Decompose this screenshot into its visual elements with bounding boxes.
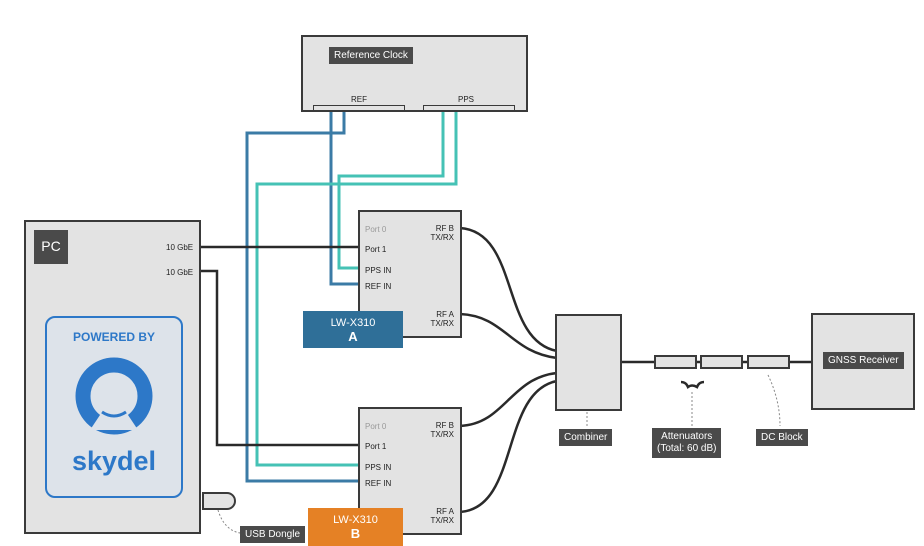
reference-clock-title: Reference Clock <box>329 47 413 64</box>
pc: PC 10 GbE 10 GbE POWERED BY skydel <box>24 220 201 534</box>
usb-leader <box>217 509 241 534</box>
logo-tagline: POWERED BY <box>72 330 155 344</box>
radio-b-port0: Port 0 <box>365 422 387 431</box>
pc-port-1-label: 10 GbE <box>166 243 194 252</box>
attenuator-2 <box>700 355 743 369</box>
rf-cable-b-rfb <box>459 371 558 428</box>
skydel-emblem-icon <box>75 357 153 435</box>
ref-port-slot <box>313 105 405 111</box>
radio-a-rf-b: RF B TX/RX <box>430 224 454 242</box>
data-cable-pc-to-radio-b <box>199 269 362 447</box>
pc-title: PC <box>34 230 68 264</box>
radio-a: Port 0 Port 1 PPS IN REF IN RF B TX/RX R… <box>358 210 462 338</box>
pps-cable-to-radio-a <box>337 110 445 270</box>
reference-clock: Reference Clock REF PPS <box>301 35 528 112</box>
radio-b-ref-in: REF IN <box>365 479 392 488</box>
rf-cable-a-rfa <box>459 312 558 360</box>
ref-cable-to-radio-b <box>245 110 362 483</box>
radio-b-tag: LW-X310 B <box>308 508 403 546</box>
radio-b-rf-a: RF A TX/RX <box>430 507 454 525</box>
radio-b-model: LW-X310 <box>333 514 378 526</box>
ref-port-label: REF <box>351 95 367 104</box>
pps-cable-to-radio-b <box>255 110 458 467</box>
combiner-label: Combiner <box>559 429 613 446</box>
gnss-receiver-label: GNSS Receiver <box>823 352 904 369</box>
dc-block-label: DC Block <box>756 429 808 446</box>
radio-a-letter: A <box>348 329 358 344</box>
usb-dongle-label: USB Dongle <box>240 526 306 543</box>
gnss-receiver: GNSS Receiver <box>811 313 915 410</box>
combiner <box>555 314 622 411</box>
radio-b-rf-b: RF B TX/RX <box>430 421 454 439</box>
usb-dongle-icon[interactable] <box>202 492 236 510</box>
rf-cable-a-rfb <box>459 226 558 353</box>
radio-a-ref-in: REF IN <box>365 282 392 291</box>
pps-port-label: PPS <box>458 95 475 104</box>
dc-block <box>747 355 790 369</box>
attenuators-label-line2: (Total: 60 dB) <box>657 443 717 454</box>
attenuators-label-line1: Attenuators <box>661 431 713 442</box>
radio-a-port1: Port 1 <box>365 245 387 254</box>
attenuators-label: Attenuators (Total: 60 dB) <box>652 428 722 458</box>
radio-b-pps-in: PPS IN <box>365 463 392 472</box>
attenuator-1 <box>654 355 697 369</box>
pps-port-slot <box>423 105 515 111</box>
ref-cable-to-radio-a <box>329 110 362 286</box>
radio-a-rf-a: RF A TX/RX <box>430 310 454 328</box>
radio-a-model: LW-X310 <box>330 317 376 329</box>
radio-b-port1: Port 1 <box>365 442 387 451</box>
skydel-logo: POWERED BY skydel <box>45 316 183 498</box>
radio-b-letter: B <box>350 526 361 541</box>
pc-port-2-label: 10 GbE <box>166 268 194 277</box>
dc-block-leader <box>767 374 781 427</box>
attenuator-brace <box>680 380 705 389</box>
radio-a-pps-in: PPS IN <box>365 266 392 275</box>
logo-brand: skydel <box>71 446 157 476</box>
radio-a-tag: LW-X310 A <box>303 311 403 348</box>
rf-cable-b-rfa <box>459 379 558 514</box>
radio-a-port0: Port 0 <box>365 225 387 234</box>
